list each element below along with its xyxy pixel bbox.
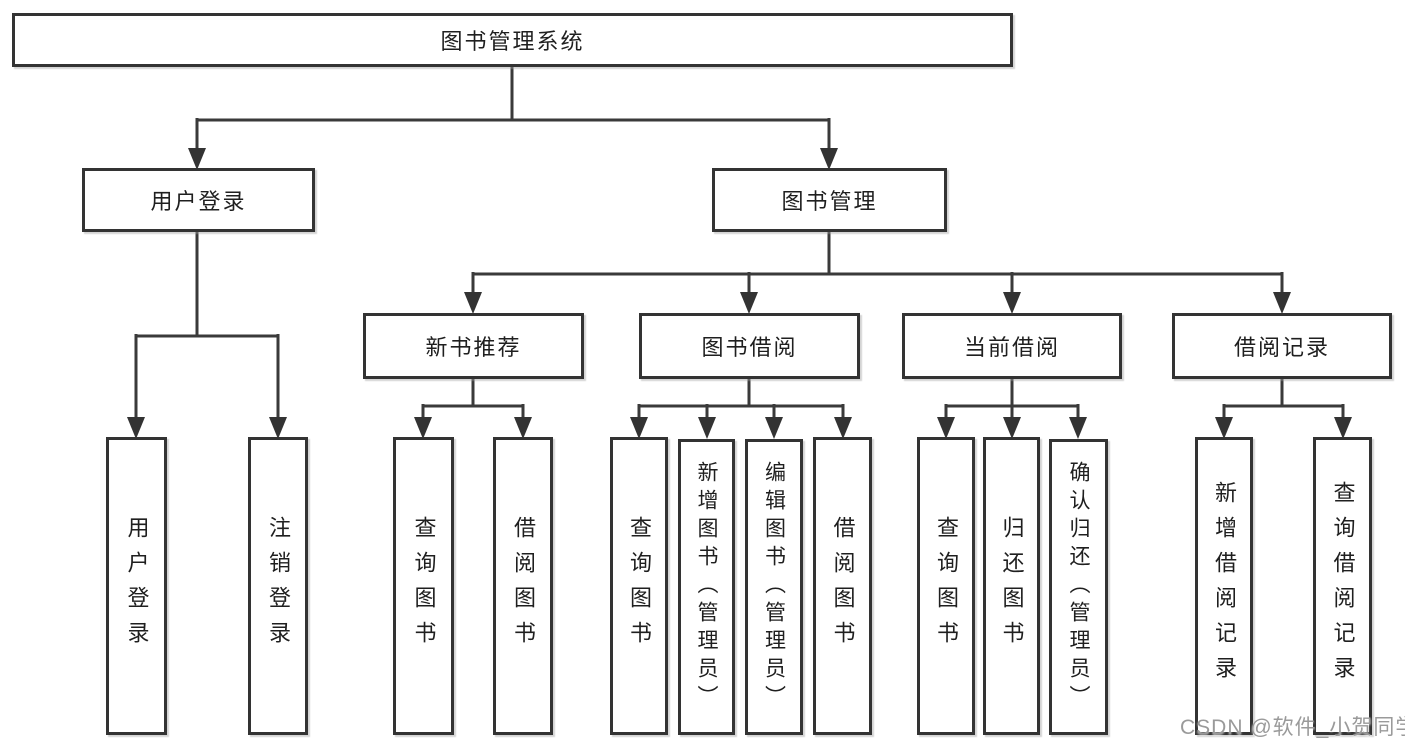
node-library-system: 图书管理系统	[12, 13, 1013, 67]
leaf-query-borrow-record: 查询借阅记录	[1313, 437, 1372, 735]
node-current-borrowing: 当前借阅	[902, 313, 1122, 379]
leaf-query-books-recommend: 查询图书	[393, 437, 454, 735]
node-book-management: 图书管理	[712, 168, 947, 232]
leaf-borrow-books-recommend: 借阅图书	[493, 437, 553, 735]
leaf-borrow-books: 借阅图书	[813, 437, 872, 735]
leaf-query-books-borrow: 查询图书	[610, 437, 668, 735]
node-new-book-recommend: 新书推荐	[363, 313, 584, 379]
leaf-confirm-return-admin: 确认归还（管理员）	[1049, 439, 1108, 735]
csdn-watermark: CSDN @软件_小贺同学	[1180, 716, 1405, 739]
leaf-edit-book-admin: 编辑图书（管理员）	[745, 439, 803, 735]
leaf-user-login: 用户登录	[106, 437, 167, 735]
leaf-return-book: 归还图书	[983, 437, 1040, 735]
leaf-query-books-current: 查询图书	[917, 437, 975, 735]
node-book-borrowing: 图书借阅	[639, 313, 860, 379]
leaf-logout: 注销登录	[248, 437, 308, 735]
node-borrowing-records: 借阅记录	[1172, 313, 1392, 379]
arrowheads	[127, 148, 1352, 439]
leaf-add-book-admin: 新增图书（管理员）	[678, 439, 735, 735]
node-user-login: 用户登录	[82, 168, 315, 232]
leaf-add-borrow-record: 新增借阅记录	[1195, 437, 1253, 735]
